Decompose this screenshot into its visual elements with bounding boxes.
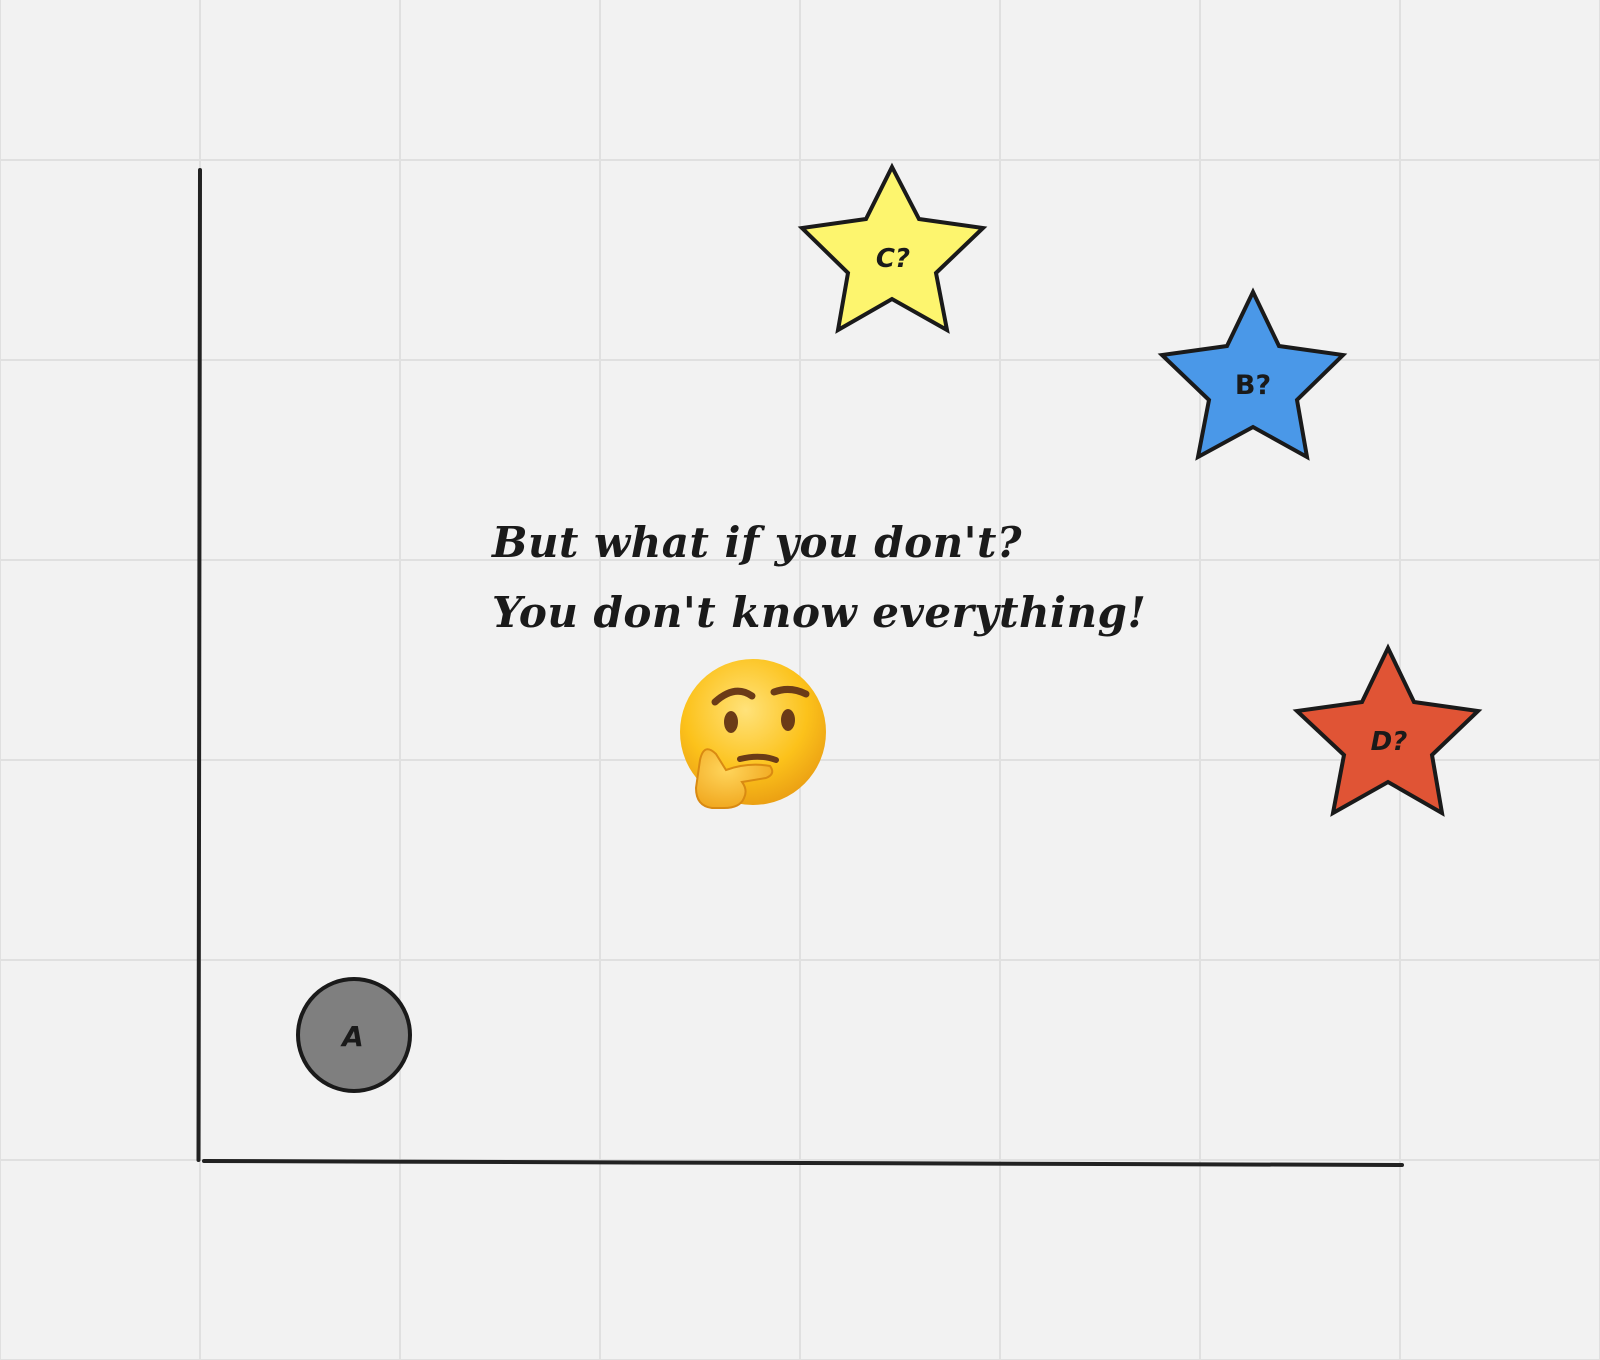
circle-a-shape[interactable]: A: [296, 977, 412, 1093]
circle-a-label: A: [340, 1020, 364, 1053]
star-b-shape[interactable]: B?: [1157, 287, 1348, 461]
y-axis-line[interactable]: [196, 168, 202, 1162]
star-b-label: B?: [1235, 370, 1271, 401]
star-c-shape[interactable]: C?: [797, 162, 988, 334]
x-axis-line[interactable]: [202, 1159, 1404, 1167]
star-c-label: C?: [876, 244, 910, 274]
thinking-face-icon[interactable]: [680, 659, 826, 809]
note-line-1: But what if you don't?: [492, 518, 1022, 567]
note-text[interactable]: But what if you don't? You don't know ev…: [492, 508, 1192, 648]
star-d-shape[interactable]: D?: [1292, 643, 1483, 817]
note-line-2: You don't know everything!: [492, 588, 1147, 637]
star-d-label: D?: [1371, 727, 1408, 757]
